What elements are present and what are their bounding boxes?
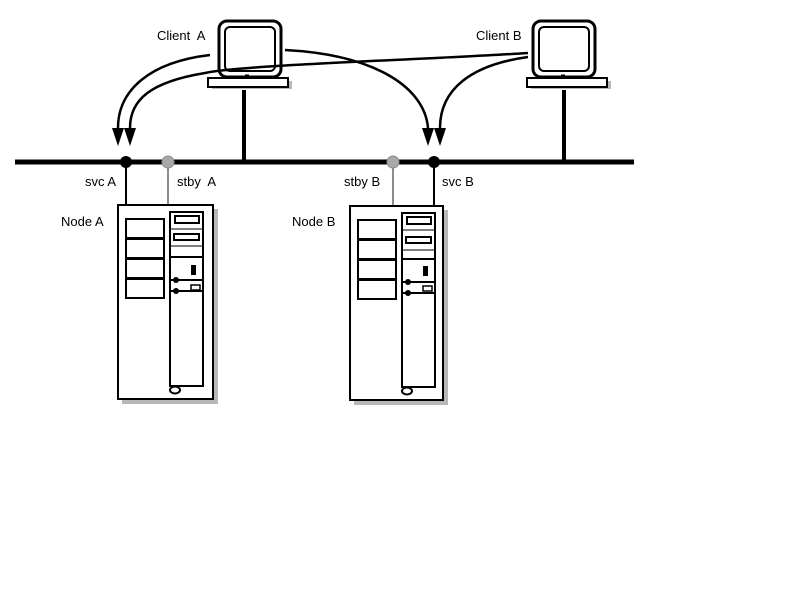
- node-b-server-icon: [349, 205, 448, 405]
- client-a-computer-icon: [207, 19, 292, 89]
- svc-a-interface-dot: [120, 156, 132, 168]
- arrowhead-client-a-to-svc-b: [422, 128, 434, 146]
- arrow-client-a-to-svc-b: [284, 48, 430, 129]
- arrow-client-a-to-svc-a: [116, 53, 211, 129]
- svc-b-interface-dot: [428, 156, 440, 168]
- arrow-client-b-to-svc-b: [438, 55, 529, 129]
- stby-b-interface-dot: [386, 155, 400, 169]
- arrowhead-client-a-to-svc-a: [112, 128, 124, 146]
- node-b-label: Node B: [292, 214, 335, 229]
- stby-a-label: stby A: [177, 174, 216, 189]
- client-b-label: Client B: [476, 28, 522, 43]
- arrowhead-client-b-to-svc-b: [434, 128, 446, 146]
- svc-a-label: svc A: [85, 174, 116, 189]
- stby-a-interface-dot: [161, 155, 175, 169]
- node-a-label: Node A: [61, 214, 104, 229]
- svc-b-label: svc B: [442, 174, 474, 189]
- arrowhead-client-b-to-svc-a: [124, 128, 136, 146]
- client-b-computer-icon: [526, 19, 611, 89]
- node-a-server-icon: [117, 204, 218, 404]
- stby-b-label: stby B: [344, 174, 380, 189]
- arrow-client-b-to-svc-a: [128, 51, 529, 129]
- client-a-label: Client A: [157, 28, 206, 43]
